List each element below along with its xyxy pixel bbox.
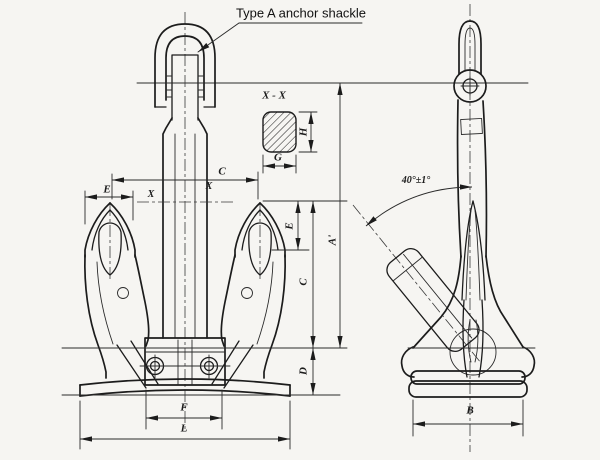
dim-label-l: L [180, 422, 188, 435]
section-label-x-x: X - X [262, 89, 286, 102]
dim-label-e-vertical: E [283, 222, 296, 230]
section-cut-label-x-right: X [205, 181, 213, 192]
annotation-type-a-anchor-shackle: Type A anchor shackle [235, 5, 367, 21]
dim-label-c-vertical: C [297, 278, 310, 286]
dim-label-f: F [180, 401, 188, 414]
section-cut-label-x-left: X [147, 189, 155, 200]
crown-front [139, 337, 231, 386]
dim-label-a-prime: A' [326, 234, 339, 246]
shank-side [456, 99, 488, 301]
dim-label-e-top: E [103, 183, 111, 196]
left-fluke-arm [84, 202, 159, 389]
shank-front [162, 117, 208, 339]
side-view [365, 20, 536, 398]
dim-label-g: G [274, 151, 282, 164]
base-plate-front [79, 378, 291, 397]
dimension-lines [61, 22, 536, 450]
shackle-side [453, 20, 487, 103]
dim-label-c-top: C [218, 165, 226, 178]
tilted-fluke-side [386, 248, 480, 352]
dim-label-d: D [297, 367, 310, 375]
dim-label-b: B [466, 404, 474, 417]
dim-label-h: H [297, 127, 310, 137]
fluke-angle-dimension [365, 184, 473, 227]
section-detail [262, 111, 318, 174]
right-fluke-arm [211, 202, 286, 389]
base-side [408, 370, 528, 398]
angle-label-40-deg: 40°±1° [401, 175, 431, 186]
